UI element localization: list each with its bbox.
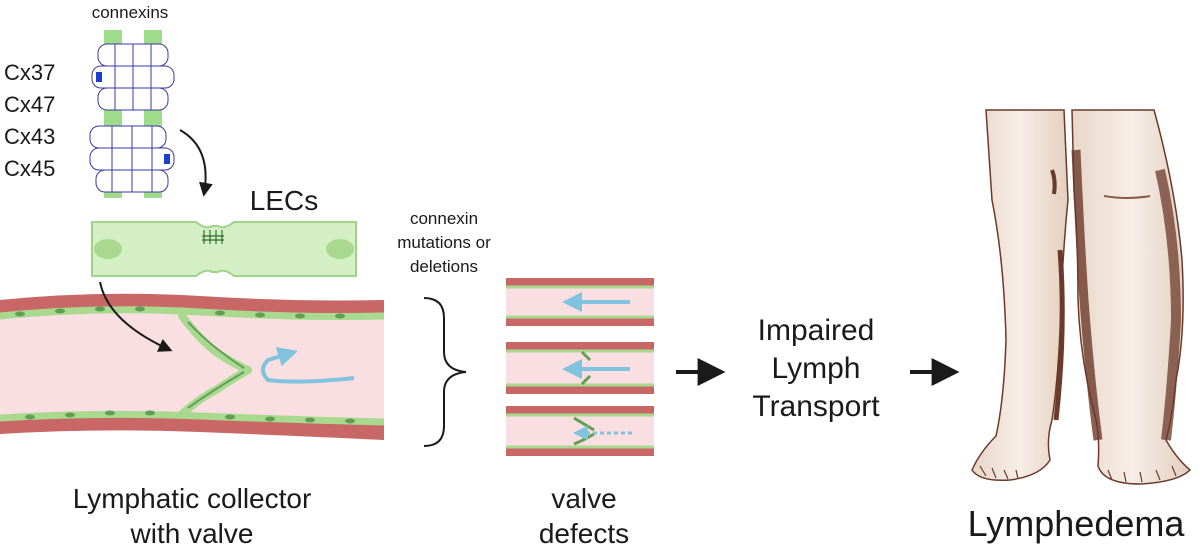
mutation-label-line1: connexin <box>410 209 478 228</box>
defects-label-line1: valve <box>551 483 616 514</box>
connexin-type-cx47: Cx47 <box>4 92 55 117</box>
lec-pair: LECs <box>91 185 357 277</box>
connexins-title: connexins <box>92 3 169 22</box>
collector-label-line2: with valve <box>130 518 254 549</box>
lymphatic-collector <box>0 281 385 440</box>
defect-vessel-3 <box>506 406 654 456</box>
connexon-upper <box>91 43 175 111</box>
defects-label-line2: defects <box>539 518 629 549</box>
arrow-lecs-to-valve <box>99 281 173 352</box>
defect-vessel-1 <box>506 278 654 326</box>
defect-vessel-2 <box>506 342 654 394</box>
connexin-type-cx37: Cx37 <box>4 60 55 85</box>
impaired-label-line2: Lymph <box>772 352 861 385</box>
connexin-type-cx43: Cx43 <box>4 124 55 149</box>
collector-label-line1: Lymphatic collector <box>73 483 312 514</box>
lymphedema-label: Lymphedema <box>968 503 1186 544</box>
connexin-type-list: Cx37 Cx47 Cx43 Cx45 <box>4 60 55 181</box>
connexon-lower <box>89 125 175 193</box>
connexins-cluster: connexins Cx37 Cx47 Cx43 Cx4 <box>4 3 213 198</box>
flow-arrow-icon <box>261 347 355 384</box>
connexin-type-cx45: Cx45 <box>4 156 55 181</box>
gap-junction-icon <box>202 230 224 244</box>
mutation-label-line3: deletions <box>410 257 478 276</box>
impaired-label-line3: Transport <box>752 390 880 423</box>
legs-illustration <box>971 109 1192 485</box>
impaired-label-line1: Impaired <box>758 314 875 347</box>
brace-icon <box>423 297 467 447</box>
arrow-connexins-to-lecs <box>179 129 213 197</box>
lecs-label: LECs <box>250 185 318 216</box>
mutation-label-line2: mutations or <box>397 233 491 252</box>
